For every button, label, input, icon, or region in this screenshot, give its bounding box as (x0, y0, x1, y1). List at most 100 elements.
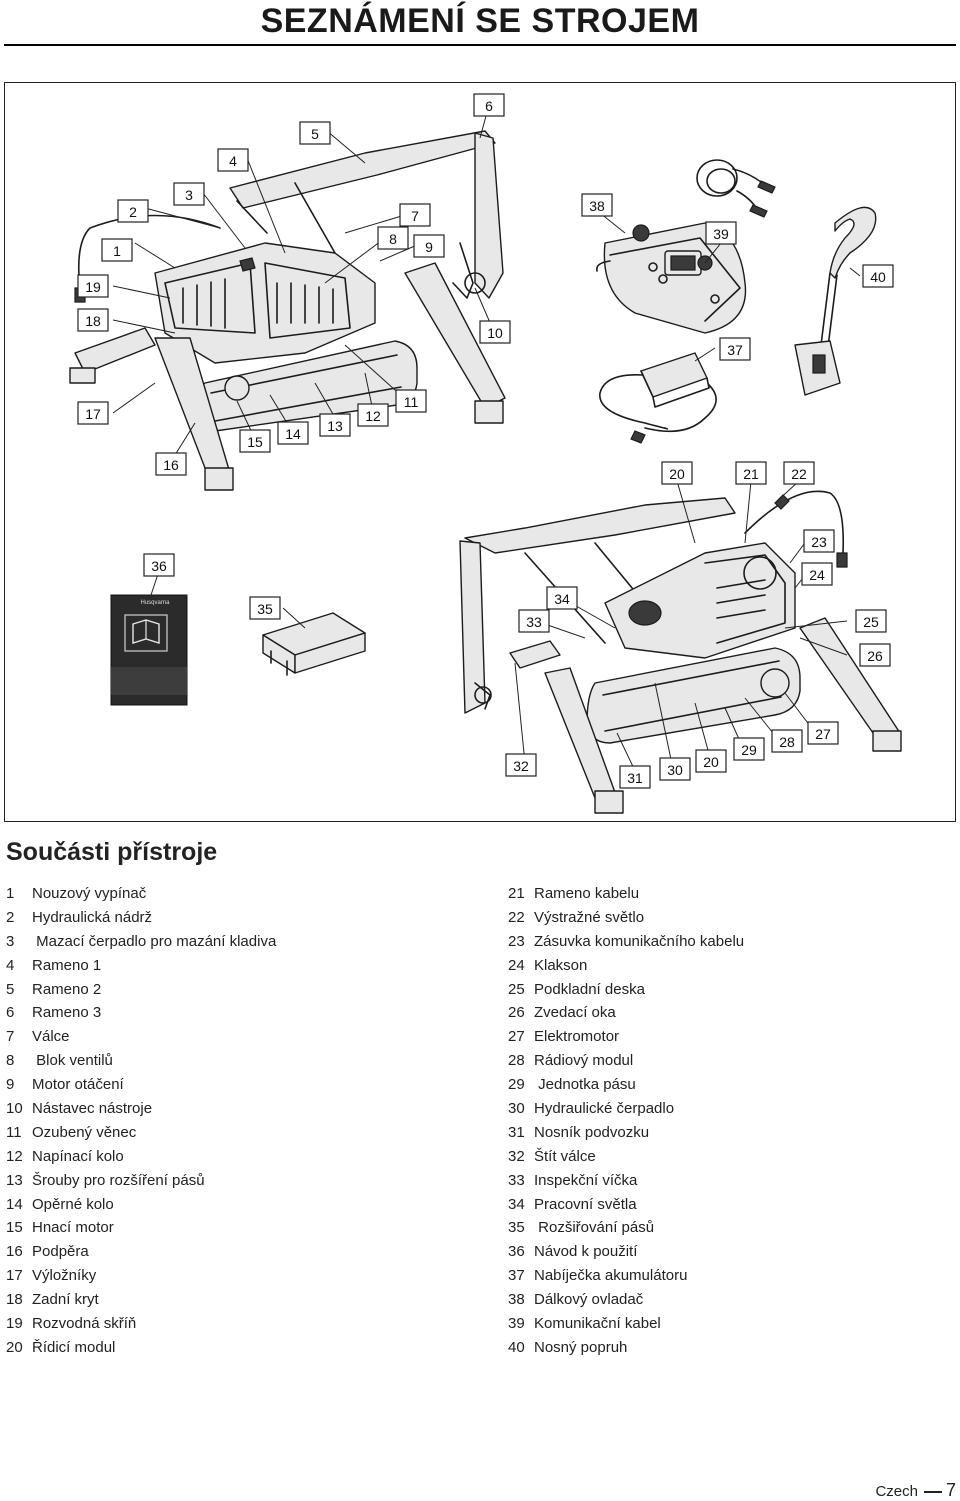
callout-box (357, 403, 389, 427)
callout-14: 14 (277, 421, 309, 445)
callout-11: 11 (395, 389, 427, 413)
part-label: Nástavec nástroje (32, 1100, 153, 1118)
communication-cable-drawing (696, 159, 776, 218)
callout-label: 38 (589, 198, 605, 214)
part-label: Motor otáčení (32, 1076, 124, 1094)
manual-brand-text: Husqvarna (140, 600, 170, 606)
part-number: 4 (6, 956, 15, 974)
callout-label: 29 (741, 742, 757, 758)
callout-16: 16 (155, 452, 187, 476)
callout-box (239, 429, 271, 453)
callout-label: 31 (627, 770, 643, 786)
callout-label: 24 (809, 567, 825, 583)
callout-box (479, 320, 511, 344)
part-label: Klakson (534, 956, 588, 974)
callout-box (299, 121, 331, 145)
callout-box (173, 182, 205, 206)
callout-box (771, 729, 803, 753)
callout-box (862, 264, 894, 288)
part-label: Zásuvka komunikačního kabelu (534, 932, 745, 950)
callout-29: 29 (733, 737, 765, 761)
callout-box (77, 401, 109, 425)
parts-list-item: 26 Zvedací oka (508, 1001, 744, 1025)
part-number: 7 (6, 1028, 15, 1046)
callout-12: 12 (357, 403, 389, 427)
operator-manual-drawing: Husqvarna (110, 594, 188, 706)
machine-front-view-drawing (459, 490, 902, 814)
callout-17: 17 (77, 401, 109, 425)
part-label: Výložníky (32, 1267, 97, 1285)
callout-box (399, 203, 431, 227)
callout-box (413, 234, 445, 258)
part-label: Zvedací oka (534, 1004, 616, 1022)
callout-19: 19 (77, 274, 109, 298)
part-number: 18 (6, 1291, 23, 1309)
machine-illustration: Husqvarna (4, 82, 956, 822)
callout-35: 35 (249, 596, 281, 620)
part-label: Jednotka pásu (534, 1076, 636, 1094)
callout-10: 10 (479, 320, 511, 344)
callout-label: 20 (703, 754, 719, 770)
callout-8: 8 (377, 226, 409, 250)
battery-charger-drawing (599, 352, 717, 444)
callout-box (473, 93, 505, 117)
callout-box (377, 226, 409, 250)
part-label: Blok ventilů (32, 1052, 113, 1070)
callout-label: 1 (113, 243, 121, 259)
callout-label: 22 (791, 466, 807, 482)
callout-box (546, 586, 578, 610)
callout-box (859, 643, 891, 667)
part-number: 19 (6, 1315, 23, 1333)
part-number: 6 (6, 1004, 15, 1022)
part-label: Výstražné světlo (534, 908, 645, 926)
callout-label: 39 (713, 226, 729, 242)
callout-22: 22 (783, 461, 815, 485)
callout-label: 23 (811, 534, 827, 550)
callout-5: 5 (299, 121, 331, 145)
page-title: SEZNÁMENÍ SE STROJEM (260, 2, 700, 40)
callout-box (659, 757, 691, 781)
callout-30: 30 (659, 757, 691, 781)
callout-box (803, 529, 835, 553)
part-number: 40 (508, 1338, 525, 1356)
part-number: 26 (508, 1004, 525, 1022)
part-number: 39 (508, 1315, 525, 1333)
callout-20: 20 (695, 749, 727, 773)
callout-box (855, 609, 887, 633)
callout-box (155, 452, 187, 476)
callout-31: 31 (619, 765, 651, 789)
callout-box (217, 148, 249, 172)
footer-dash (923, 1491, 942, 1493)
callout-20: 20 (661, 461, 693, 485)
part-label: Pracovní světla (534, 1195, 637, 1213)
page-number: 7 (945, 1480, 956, 1500)
callout-box (505, 753, 537, 777)
callout-label: 21 (743, 466, 759, 482)
callout-box (319, 413, 351, 437)
parts-list-item: 8 Blok ventilů (6, 1049, 276, 1073)
callout-label: 28 (779, 734, 795, 750)
part-label: Rameno kabelu (534, 885, 640, 902)
callout-label: 14 (285, 426, 301, 442)
part-number: 23 (508, 932, 525, 950)
part-label: Nosník podvozku (534, 1123, 650, 1141)
part-label: Řídicí modul (32, 1338, 116, 1356)
part-label: Inspekční víčka (534, 1171, 638, 1189)
callout-label: 37 (727, 342, 743, 358)
callout-box (395, 389, 427, 413)
part-label: Komunikační kabel (534, 1315, 661, 1333)
callout-box (117, 199, 149, 223)
part-number: 15 (6, 1219, 23, 1237)
